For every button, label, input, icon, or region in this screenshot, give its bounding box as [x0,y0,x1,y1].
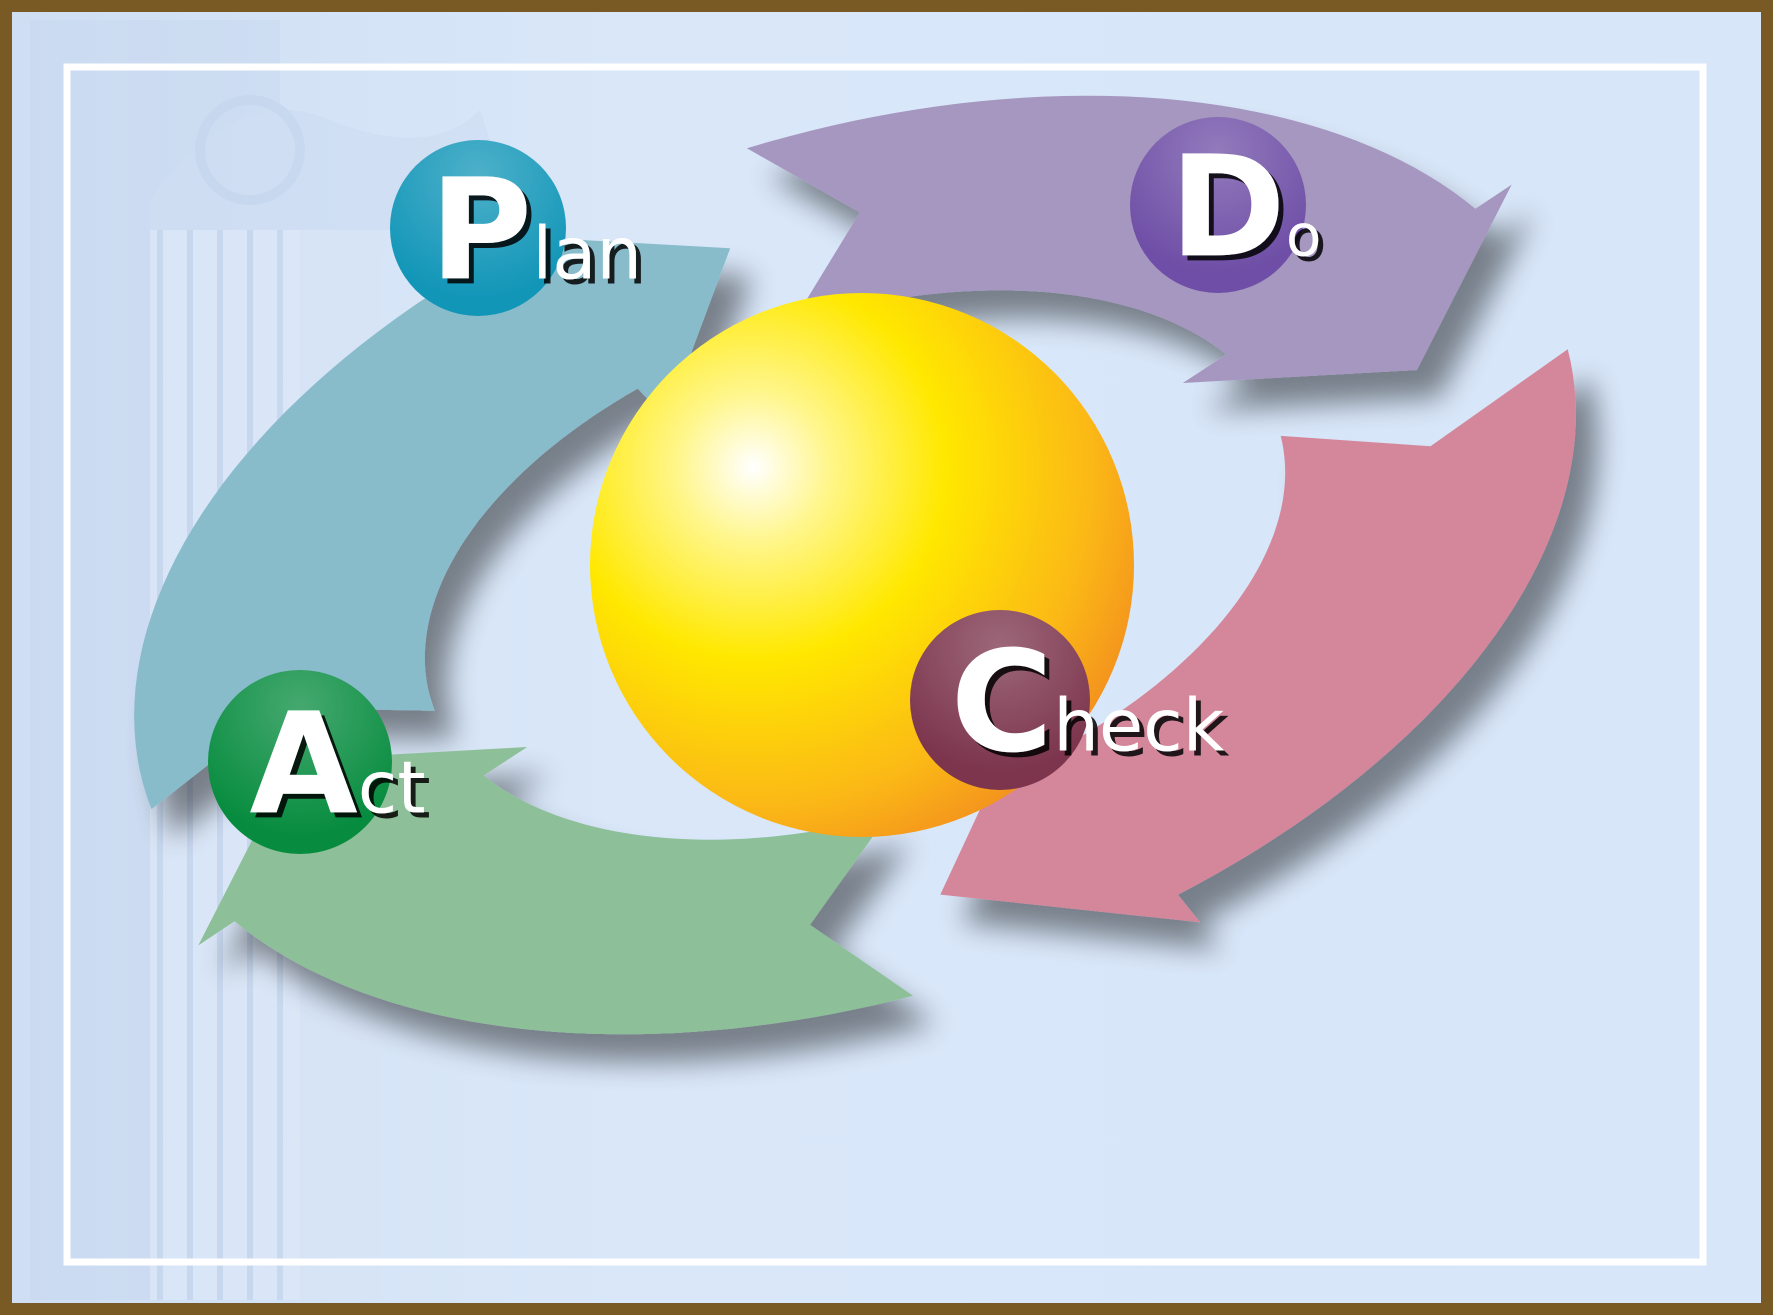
do-badge-shine [1130,117,1306,293]
plan-label-rest: lan [532,211,642,295]
plan-badge-shine [390,140,566,316]
plan-label: Plan [430,149,642,312]
check-arrow [940,349,1576,923]
check-label-initial: C [951,621,1054,784]
do-arrow [746,95,1512,383]
inner-border [63,63,1707,1266]
act-label: Act [249,683,425,846]
do-label-initial: D [1170,126,1286,289]
act-label-rest: ct [358,745,426,829]
act-badge-shine [208,670,392,854]
plan-badge: Plan [390,140,642,316]
plan-label-initial: P [430,149,533,312]
check-badge: Check [910,610,1225,790]
do-label: Do [1170,126,1322,289]
plan-arrow [134,233,731,810]
check-label-rest: heck [1053,683,1225,767]
check-badge-shine [910,610,1090,790]
check-label: Check [951,621,1225,784]
act-badge: Act [208,670,426,854]
act-label-initial: A [249,683,357,846]
do-badge: Do [1130,117,1321,293]
act-arrow [198,747,914,1035]
do-label-rest: o [1286,201,1322,269]
